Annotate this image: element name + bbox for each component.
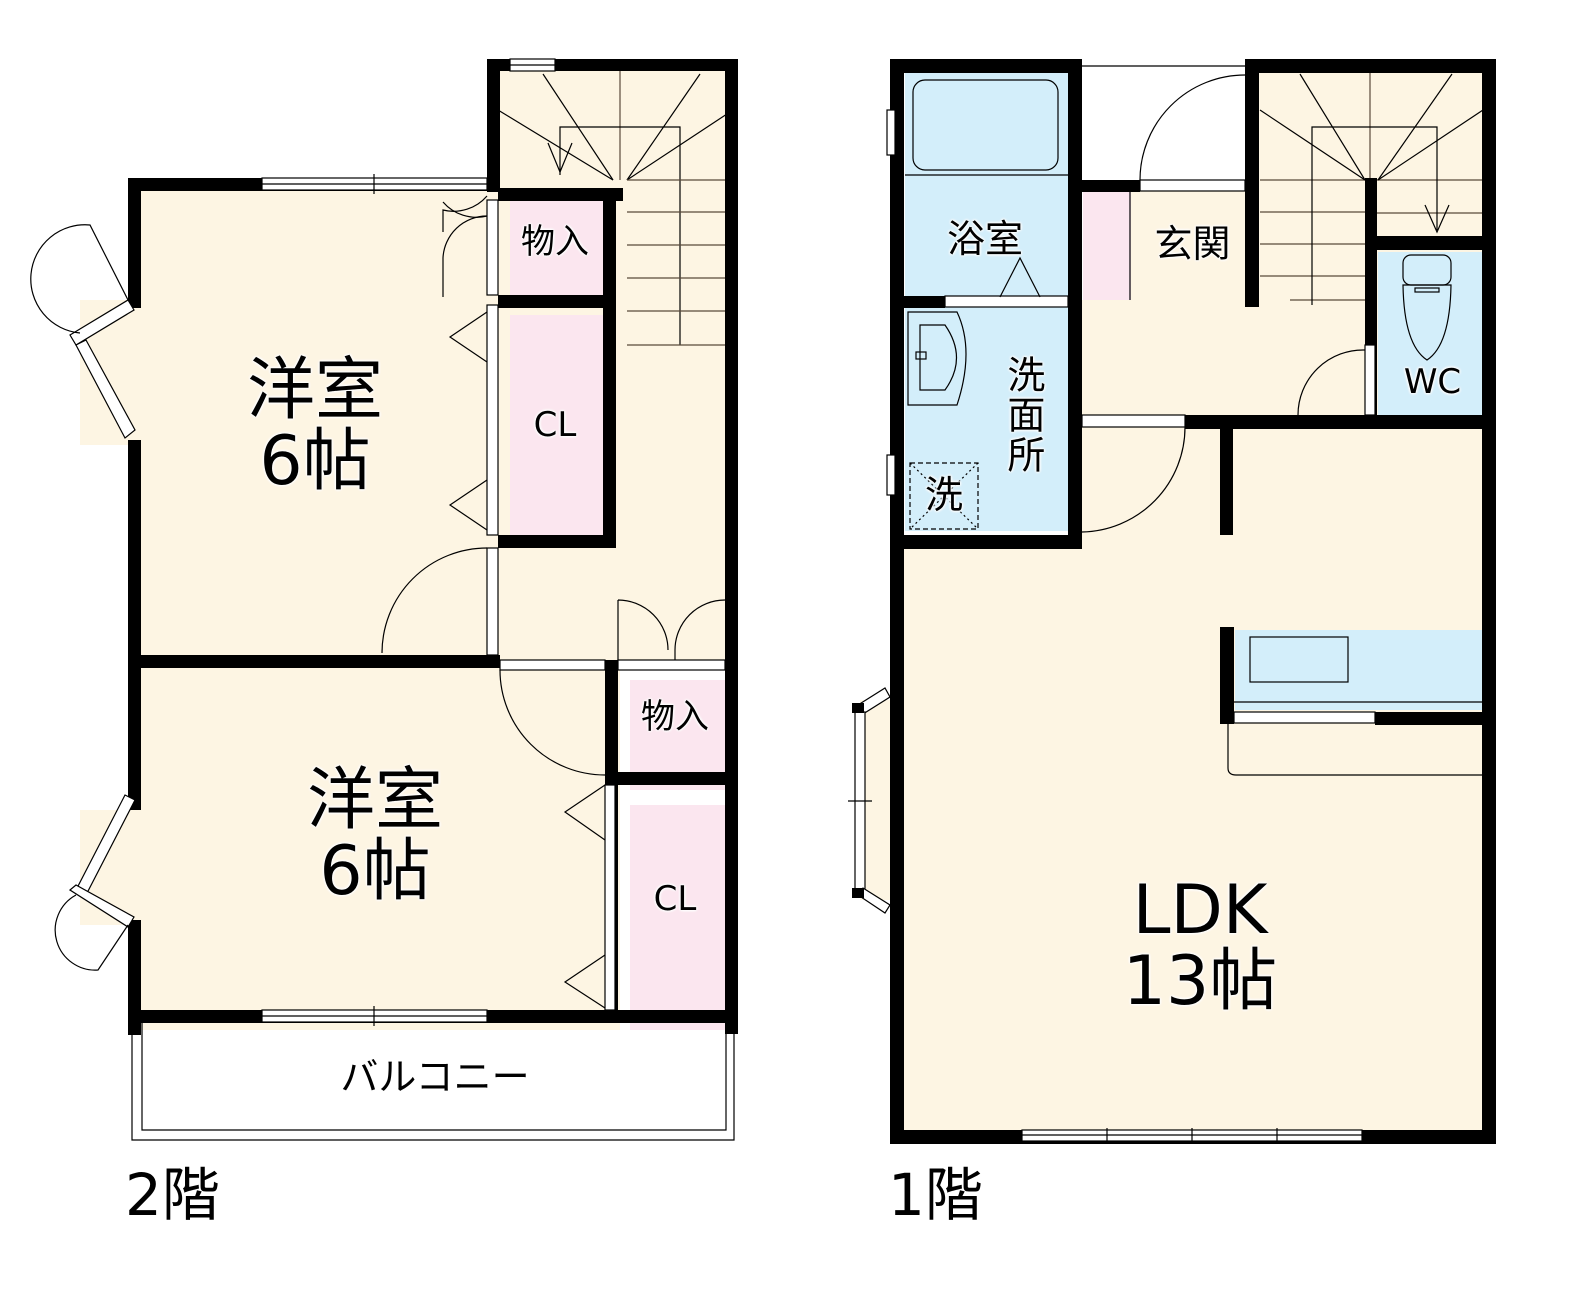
floor-2-plan <box>30 58 738 1141</box>
room-2f-western-2-floor <box>140 670 620 1030</box>
room-size: 13帖 <box>1122 942 1278 1022</box>
room-2f-western-1-floor <box>140 190 500 670</box>
room-label-bathroom: 浴室 <box>946 217 1023 261</box>
bay-window-2f-1 <box>30 224 136 439</box>
entrance-floor <box>1130 190 1255 300</box>
stairs-1f <box>1259 72 1484 305</box>
closet-2f-2-floor <box>630 805 735 1030</box>
balcony-outline <box>131 1023 735 1141</box>
bathroom-floor <box>905 72 1075 297</box>
ldk-floor <box>895 540 1485 1135</box>
room-size: 6帖 <box>319 832 431 912</box>
bathtub <box>912 79 1059 171</box>
room-name: LDK <box>1132 871 1268 950</box>
washroom-floor <box>905 306 1070 531</box>
closet-2f-1-floor <box>510 315 610 540</box>
stairs-2f <box>497 70 734 346</box>
kitchen-counter <box>1235 630 1483 710</box>
floor-label-2f: 2階 <box>125 1161 220 1229</box>
toilet <box>1402 254 1452 361</box>
room-label-balcony: バルコニー <box>340 1055 530 1099</box>
room-label-2f-western-1: 洋室 6帖 <box>205 355 425 498</box>
room-label-ldk: LDK 13帖 <box>1080 875 1320 1018</box>
window-2f-north <box>261 174 488 194</box>
shoe-storage <box>1083 192 1131 300</box>
bay-window-2f-2 <box>54 794 136 971</box>
room-name: 洋室 <box>246 351 383 430</box>
doors-1f <box>1081 65 1366 533</box>
doors-2f <box>381 195 726 1009</box>
room-name: 洋室 <box>306 761 443 840</box>
bay-window-1f <box>848 687 894 914</box>
window-2f-south <box>261 1006 488 1026</box>
kitchen-sink <box>1249 636 1349 683</box>
sink <box>907 311 967 406</box>
wc-floor <box>1378 252 1483 417</box>
room-label-2f-western-2: 洋室 6帖 <box>265 765 485 908</box>
counter-outline <box>1227 724 1483 776</box>
room-label-2f-closet-1: CL <box>533 405 577 445</box>
room-label-washer: 洗 <box>924 473 963 517</box>
storage-2f-1-floor <box>510 200 610 300</box>
window-1f-south <box>1021 1128 1363 1143</box>
washer-space <box>909 462 979 530</box>
window-2f-stair <box>509 58 556 72</box>
room-label-wc: WC <box>1403 362 1462 402</box>
floor-label-1f: 1階 <box>888 1161 983 1229</box>
storage-2f-2-floor <box>630 680 735 790</box>
room-label-2f-closet-2: CL <box>653 879 697 919</box>
room-label-entrance: 玄関 <box>1154 222 1231 266</box>
room-label-2f-storage-1: 物入 <box>521 222 589 262</box>
room-size: 6帖 <box>259 422 371 502</box>
floor-1-plan <box>848 59 1496 1144</box>
room-label-2f-storage-2: 物入 <box>641 697 709 737</box>
room-label-washroom: 洗面所 <box>1000 355 1045 475</box>
